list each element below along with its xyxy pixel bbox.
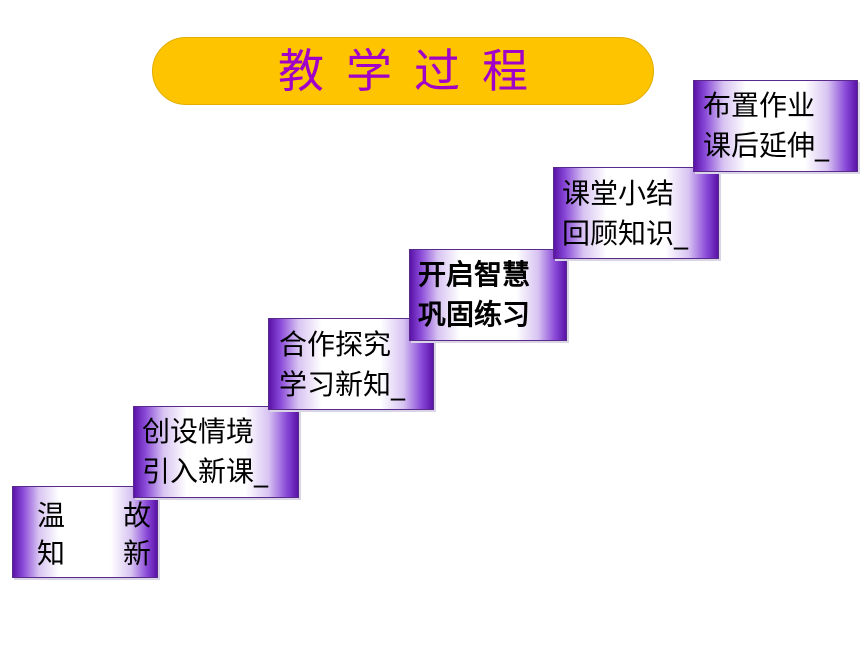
title-banner: 教学过程 [152, 37, 654, 105]
step-4-line1: 开启智慧 [418, 258, 531, 291]
step-review-old-knowledge[interactable]: 温 故 知 新 [12, 486, 158, 578]
step-1-line1-left: 温 [37, 499, 66, 532]
step-5-line2: 回顾知识_ [562, 217, 689, 250]
step-3-line1: 合作探究 [279, 328, 392, 361]
step-class-summary[interactable]: 课堂小结 回顾知识_ [553, 167, 719, 259]
step-6-line1: 布置作业 [703, 89, 816, 122]
step-2-line1: 创设情境 [142, 415, 255, 448]
step-1-line1-right: 故 [123, 499, 152, 532]
step-1-line2-left: 知 [37, 537, 66, 570]
step-homework[interactable]: 布置作业 课后延伸_ [693, 80, 858, 172]
slide-title: 教学过程 [278, 44, 550, 98]
step-create-scenario[interactable]: 创设情境 引入新课_ [133, 406, 299, 498]
step-6-line2: 课后延伸_ [703, 129, 830, 162]
step-1-line2-right: 新 [123, 537, 152, 570]
step-4-line2: 巩固练习 [418, 298, 531, 331]
step-3-line2: 学习新知_ [279, 368, 406, 401]
step-2-line2: 引入新课_ [142, 455, 269, 488]
step-practice[interactable]: 开启智慧 巩固练习 [409, 249, 567, 341]
step-cooperative-inquiry[interactable]: 合作探究 学习新知_ [268, 318, 434, 410]
step-5-line1: 课堂小结 [562, 177, 675, 210]
